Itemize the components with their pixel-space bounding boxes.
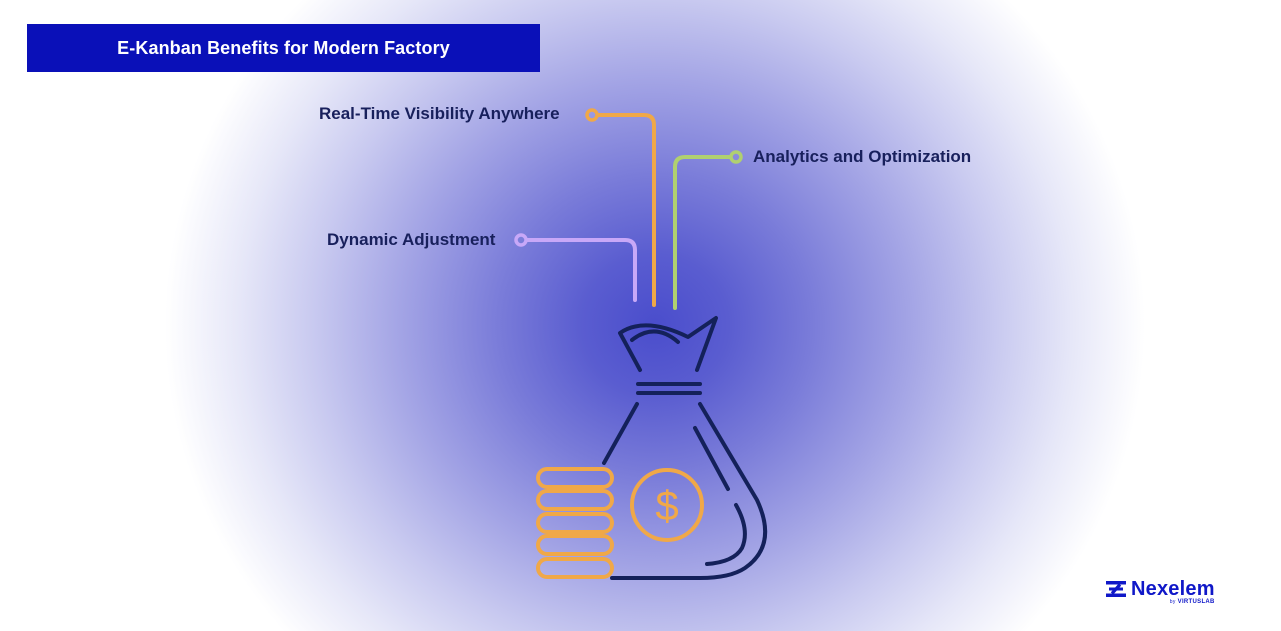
connector-dot-icon (729, 150, 743, 164)
connector-dot-icon (514, 233, 528, 247)
dollar-coin-icon: $ (630, 468, 704, 542)
connector-analytics (673, 150, 743, 310)
coin-stack-icon (536, 467, 614, 579)
connector-dot-icon (585, 108, 599, 122)
money-bag-icon (602, 316, 768, 580)
connector-dynamic (514, 233, 637, 302)
benefit-label-visibility: Real-Time Visibility Anywhere (319, 104, 560, 123)
benefit-label-dynamic: Dynamic Adjustment (327, 230, 496, 249)
benefit-label-analytics: Analytics and Optimization (753, 147, 972, 166)
logo-wordmark: Nexelem (1131, 578, 1215, 600)
page-title: E-Kanban Benefits for Modern Factory (117, 37, 450, 58)
title-banner: E-Kanban Benefits for Modern Factory (27, 24, 540, 72)
svg-text:$: $ (655, 482, 678, 529)
connector-visibility (585, 108, 656, 307)
nexelem-mark-icon (1106, 581, 1126, 597)
